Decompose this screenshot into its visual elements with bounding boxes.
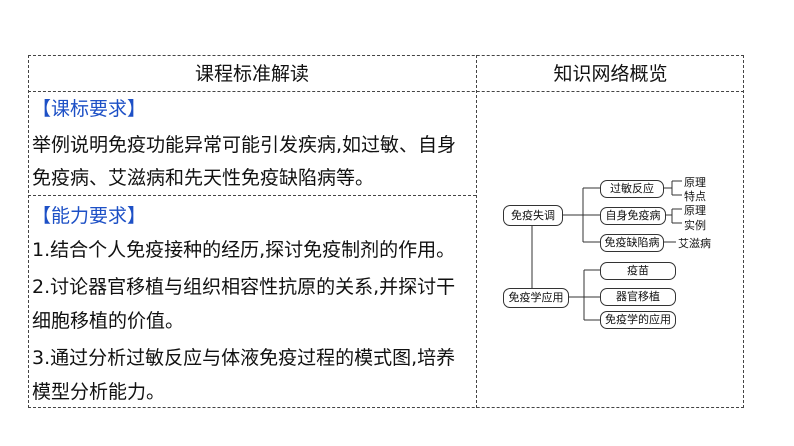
section-divider (28, 195, 476, 196)
mindmap-node-autoimmune: 自身免疫病 (600, 207, 666, 225)
curriculum-line-2: 免疫病、艾滋病和先天性免疫缺陷病等。 (32, 167, 375, 189)
curriculum-line-1: 举例说明免疫功能异常可能引发疾病,如过敏、自身 (32, 134, 457, 156)
mindmap-node-organ-transplant: 器官移植 (600, 288, 676, 306)
mindmap-node-immunodeficiency: 免疫缺陷病 (600, 234, 664, 252)
mindmap-node-vaccine: 疫苗 (600, 262, 676, 280)
table-border-top (28, 55, 744, 56)
left-column-header: 课程标准解读 (194, 63, 309, 85)
ability-line-5: 模型分析能力。 (32, 381, 166, 403)
mindmap-node-immunology-application: 免疫学应用 (503, 288, 569, 308)
mindmap-node-allergy: 过敏反应 (600, 180, 664, 198)
ability-line-3: 细胞移植的价值。 (32, 310, 185, 332)
mindmap-leaf-autoimmune-example: 实例 (684, 219, 706, 232)
ability-line-2: 2.讨论器官移植与组织相容性抗原的关系,并探讨干 (32, 276, 456, 298)
mindmap-leaf-allergy-features: 特点 (684, 190, 706, 203)
table-border-left (28, 55, 29, 408)
mindmap-leaf-aids: 艾滋病 (678, 237, 711, 250)
mindmap-node-immune-disorder: 免疫失调 (503, 205, 563, 226)
ability-line-1: 1.结合个人免疫接种的经历,探讨免疫制剂的作用。 (32, 239, 456, 261)
right-column-header: 知识网络概览 (553, 63, 668, 85)
mindmap-leaf-allergy-principle: 原理 (684, 176, 706, 189)
mindmap-node-immunology-use: 免疫学的应用 (600, 311, 676, 329)
ability-line-4: 3.通过分析过敏反应与体液免疫过程的模式图,培养 (32, 347, 456, 369)
content-table: 课程标准解读 知识网络概览 【课标要求】 举例说明免疫功能异常可能引发疾病,如过… (28, 55, 744, 408)
header-divider (28, 91, 744, 92)
curriculum-heading: 【课标要求】 (32, 98, 147, 120)
column-divider (476, 55, 477, 408)
mindmap-leaf-autoimmune-principle: 原理 (684, 204, 706, 217)
table-border-right (743, 55, 744, 408)
ability-heading: 【能力要求】 (32, 205, 147, 227)
table-border-bottom (28, 407, 744, 408)
